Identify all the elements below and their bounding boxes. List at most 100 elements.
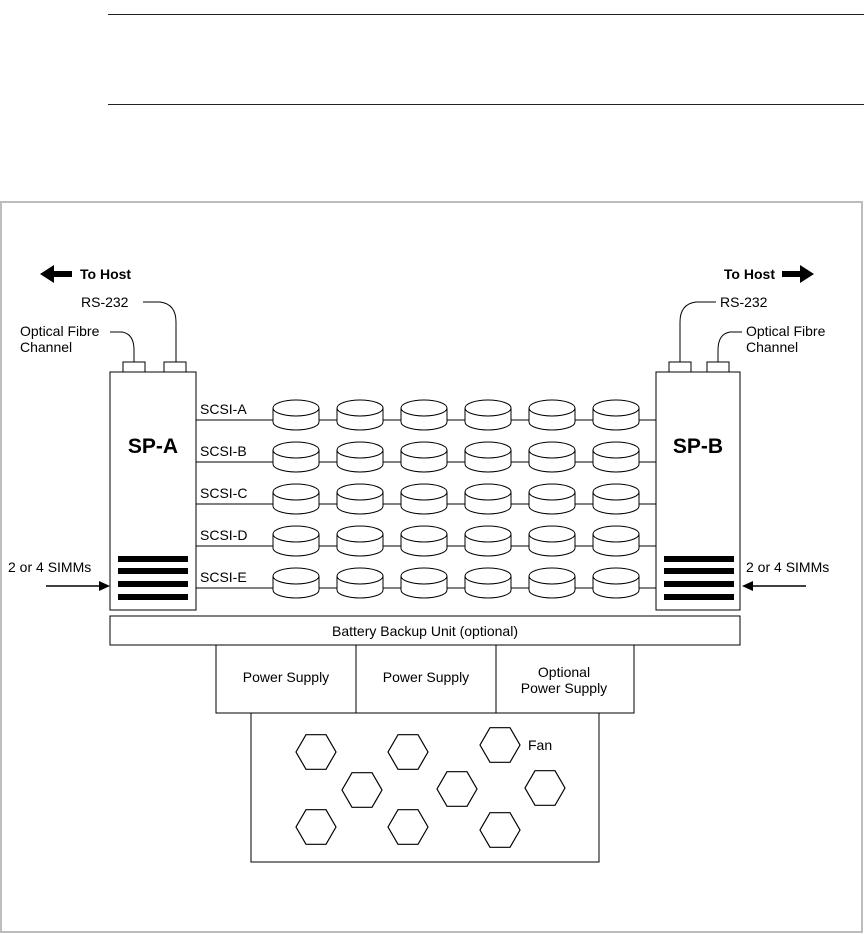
fan-icon	[295, 809, 337, 845]
disk-drive	[400, 399, 448, 431]
disk-top	[464, 483, 512, 501]
simms-left-label: 2 or 4 SIMMs	[8, 559, 91, 575]
fan-icon	[295, 734, 337, 770]
scsi-bus: SCSI-C	[196, 483, 656, 515]
optical-left-connector	[122, 361, 146, 373]
fan-icon	[387, 734, 429, 770]
power-supply-box	[355, 644, 497, 714]
disk-drive	[272, 441, 320, 473]
disk-top	[400, 483, 448, 501]
optical-right-cable	[717, 331, 742, 362]
sp-b-simm-bar	[664, 594, 734, 600]
disk-top	[336, 399, 384, 417]
scsi-bus-label: SCSI-E	[200, 569, 247, 585]
disk-drive	[464, 567, 512, 599]
disk-top	[400, 567, 448, 585]
disk-top	[336, 483, 384, 501]
disk-drive	[400, 441, 448, 473]
optical-right-label-1: Optical Fibre	[746, 323, 826, 339]
rs232-left-connector	[163, 361, 187, 373]
optional-power-supply-label-1: Optional	[538, 664, 590, 680]
disk-top	[464, 525, 512, 543]
disk-drive	[528, 567, 576, 599]
fan-icon	[387, 809, 429, 845]
disk-drive	[592, 441, 640, 473]
disk-top	[528, 525, 576, 543]
sp-b-simm-bar	[664, 581, 734, 587]
optional-power-supply-box	[495, 644, 635, 714]
arrow-head-icon	[99, 581, 110, 591]
optical-right-connector	[706, 361, 730, 373]
to-host-left-label: To Host	[80, 266, 131, 282]
disk-drive	[592, 525, 640, 557]
scsi-buses: SCSI-A SCSI-B SCSI-C SCSI-D SCSI-E	[196, 399, 656, 599]
disk-drive	[336, 567, 384, 599]
sp-b-box	[655, 371, 741, 611]
disk-drive	[464, 399, 512, 431]
disk-drive	[336, 483, 384, 515]
disk-drive	[592, 567, 640, 599]
optional-power-supply-label-2: Power Supply	[521, 680, 607, 696]
disk-drive	[464, 441, 512, 473]
disk-top	[272, 441, 320, 459]
sp-a-simms	[118, 556, 188, 600]
sp-a-simm-bar	[118, 556, 188, 562]
scsi-bus: SCSI-B	[196, 441, 656, 473]
rs232-right-label: RS-232	[720, 294, 768, 310]
disk-top	[464, 567, 512, 585]
sp-b-label: SP-B	[673, 435, 723, 458]
disk-top	[336, 567, 384, 585]
sp-b-simm-bar	[664, 568, 734, 574]
to-host-left: To Host	[40, 265, 131, 283]
disk-drive	[336, 399, 384, 431]
scsi-bus: SCSI-A	[196, 399, 656, 431]
fan-icon	[479, 812, 521, 848]
disk-top	[592, 441, 640, 459]
disk-drive	[528, 483, 576, 515]
power-supply-label: Power Supply	[383, 669, 469, 685]
optical-right-label-2: Channel	[746, 339, 798, 355]
disk-drive	[464, 525, 512, 557]
disk-top	[592, 399, 640, 417]
battery-box	[109, 615, 741, 646]
fan-icon	[479, 727, 521, 763]
disk-top	[400, 525, 448, 543]
power-supply-label: Power Supply	[243, 669, 329, 685]
optical-left-cable	[110, 331, 135, 362]
sp-a-simm-bar	[118, 594, 188, 600]
rs232-left-label: RS-232	[81, 294, 129, 310]
header-rule-top	[108, 14, 864, 15]
disk-drive	[528, 525, 576, 557]
disk-top	[272, 567, 320, 585]
sp-b-simms	[664, 556, 734, 600]
header-rule-bottom	[108, 104, 864, 105]
fan-icon	[524, 770, 566, 806]
sp-b-simm-bar	[664, 556, 734, 562]
disk-top	[336, 525, 384, 543]
disk-top	[464, 399, 512, 417]
disk-top	[592, 567, 640, 585]
disk-drive	[336, 441, 384, 473]
disk-top	[528, 483, 576, 501]
arrow-head-icon	[742, 581, 753, 591]
disk-drive	[336, 525, 384, 557]
sp-a-simm-bar	[118, 568, 188, 574]
optical-left-label-2: Channel	[20, 339, 72, 355]
power-supply-box	[215, 644, 357, 714]
fan-label: Fan	[528, 737, 552, 753]
disk-drive	[528, 441, 576, 473]
rs232-left-cable	[143, 301, 177, 362]
scsi-bus-label: SCSI-D	[200, 527, 247, 543]
fans	[295, 727, 566, 848]
scsi-bus-label: SCSI-B	[200, 443, 247, 459]
disk-drive	[528, 399, 576, 431]
arrow-right-icon	[782, 265, 814, 283]
scsi-bus: SCSI-E	[196, 567, 656, 599]
fan-icon	[341, 772, 383, 808]
disk-drive	[592, 399, 640, 431]
simms-right-label: 2 or 4 SIMMs	[746, 559, 829, 575]
disk-drive	[400, 525, 448, 557]
fan-icon	[436, 771, 478, 807]
disk-top	[272, 483, 320, 501]
